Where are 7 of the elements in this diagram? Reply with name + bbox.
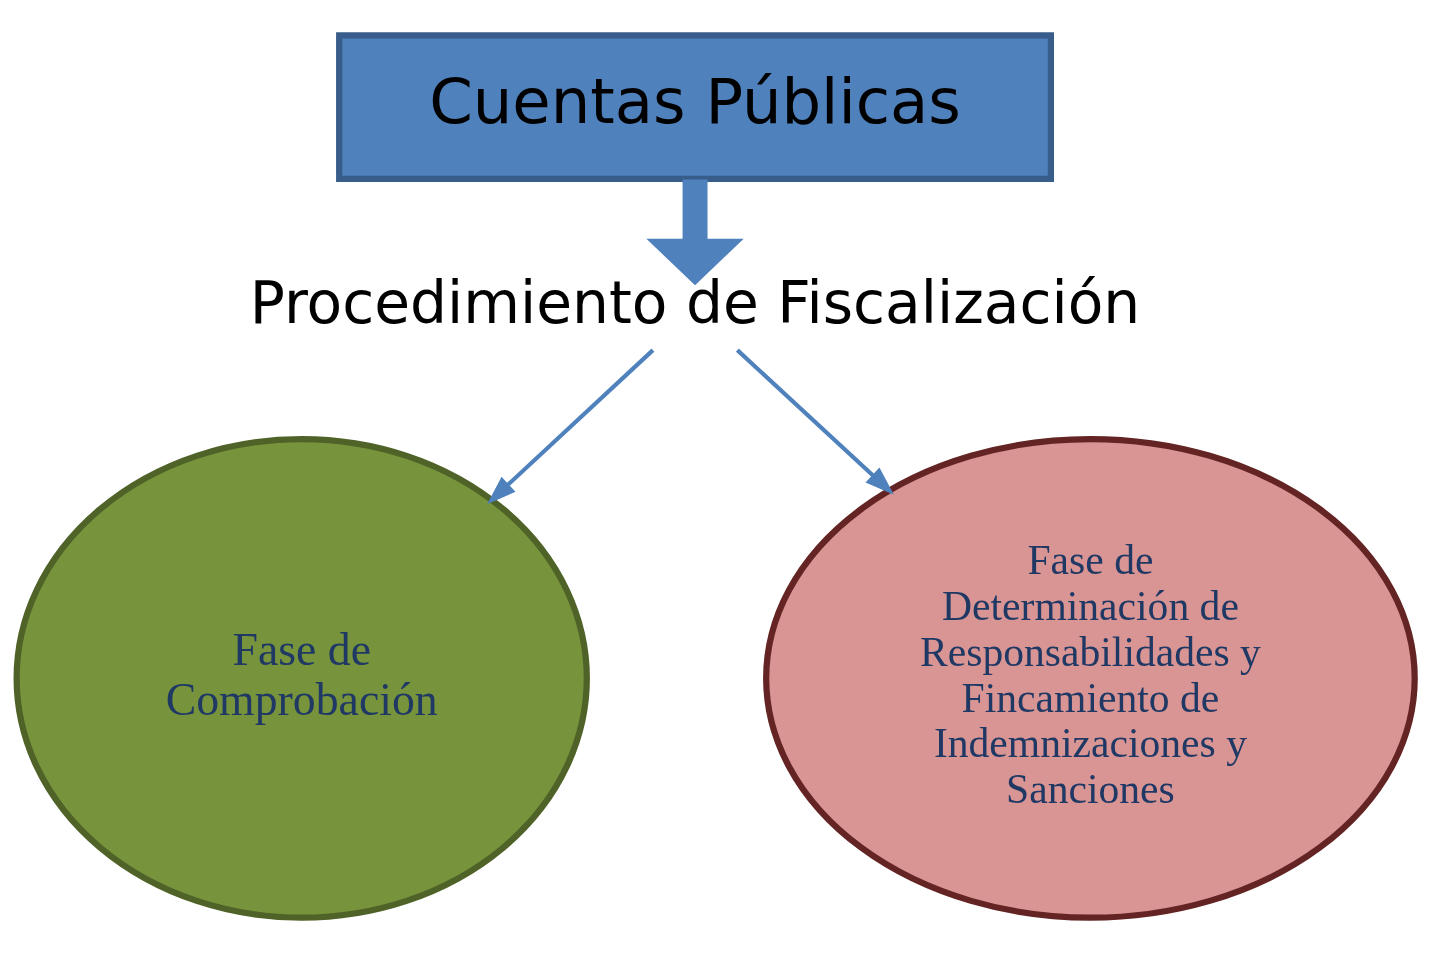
node-ellipse: Fase de Determinación de Responsabilidades y Fincamiento de Indemnizaciones y Sanciones: [763, 435, 1418, 921]
arrow: [646, 179, 744, 286]
node-text: Procedimiento de Fiscalización: [249, 269, 1141, 338]
arrow: [735, 348, 894, 495]
arrow: [487, 348, 655, 505]
node-ellipse: Fase de Comprobación: [13, 435, 590, 921]
node-box: Cuentas Públicas: [336, 32, 1054, 183]
